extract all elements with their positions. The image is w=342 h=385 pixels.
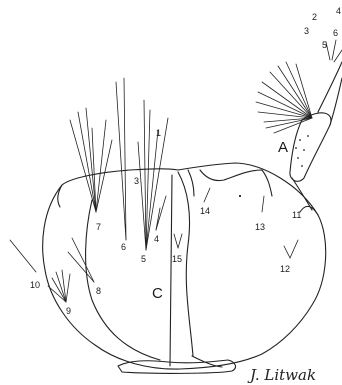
label-15: 15 [172,254,182,264]
setae-number-labels: 2 3 5 6 4 1 3 7 6 5 4 8 9 10 11 12 13 14… [30,6,341,316]
label-11: 11 [292,210,301,220]
label-9: 9 [66,306,71,316]
antenna-apex-setae [326,40,342,62]
label-14: 14 [200,206,210,216]
setae-group-7 [70,108,112,212]
label-8: 8 [96,286,101,296]
label-1: 1 [156,128,161,138]
antenna-tuft [256,62,312,133]
mouthparts-collar [118,356,235,373]
label-6-antenna: 6 [333,28,338,38]
label-4: 4 [154,234,159,244]
label-12: 12 [280,264,290,274]
setae-group-5 [138,100,168,250]
label-4-antenna: 4 [336,6,341,16]
label-3: 3 [134,176,139,186]
label-10: 10 [30,280,40,290]
setae-group-4 [156,196,166,230]
setae-group-6 [116,78,126,240]
artist-signature: J. Litwak [247,366,316,384]
panel-label-a: A [278,139,288,156]
seta-13 [262,196,264,212]
setae-group-8 [68,238,94,282]
seta-14 [204,188,241,202]
label-3-antenna: 3 [304,26,309,36]
label-2: 2 [312,12,317,22]
label-13: 13 [255,222,265,232]
label-7: 7 [96,222,101,232]
label-6: 6 [121,242,126,252]
label-5-antenna: 5 [322,40,327,50]
label-5: 5 [141,254,146,264]
antenna-spots [295,135,309,167]
median-suture [86,170,194,366]
setae-group-9 [48,270,70,302]
seta-15 [174,234,182,248]
seta-10 [10,240,36,272]
seta-12 [284,240,298,258]
panel-label-c: C [152,285,163,302]
